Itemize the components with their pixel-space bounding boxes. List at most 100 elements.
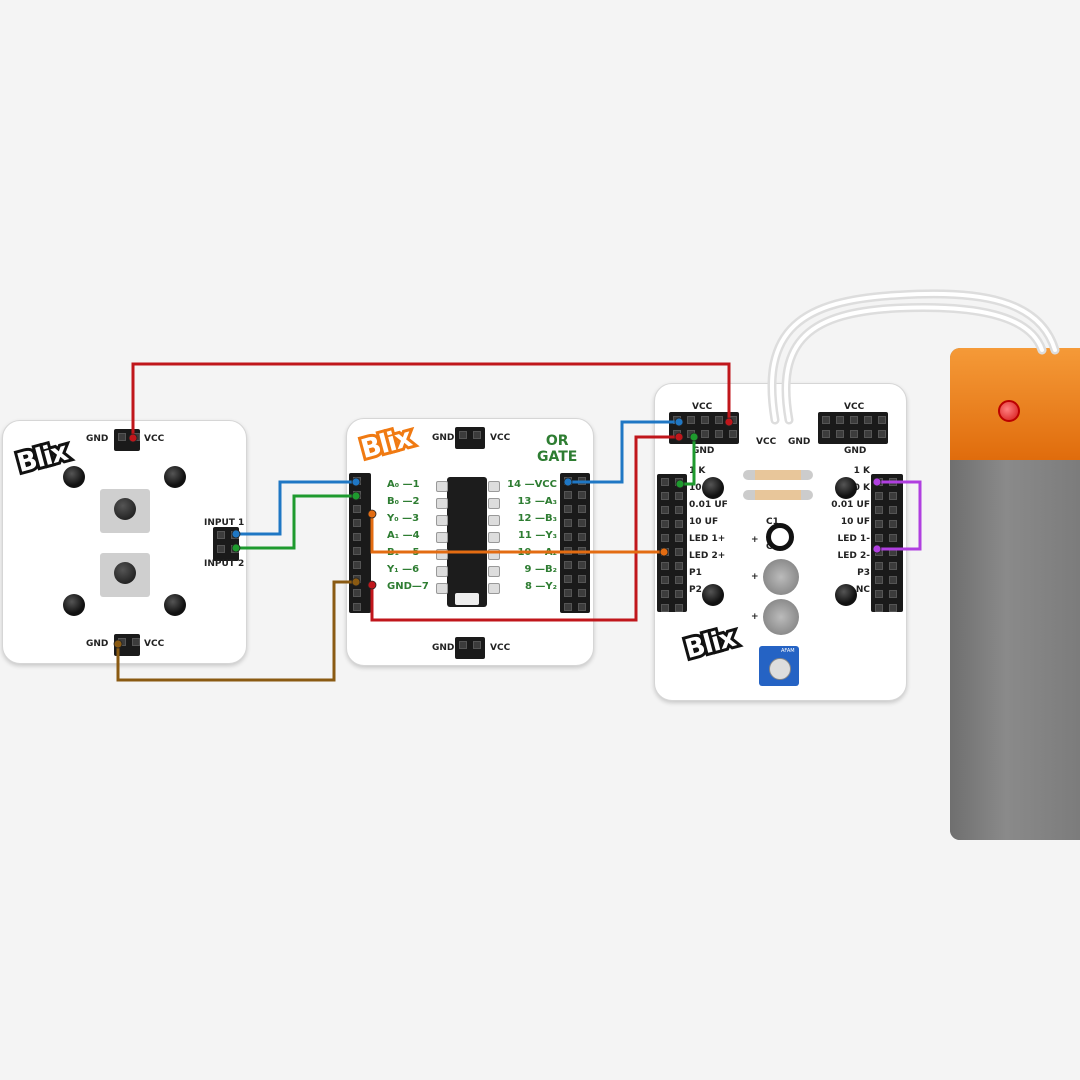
wire-end-brown[interactable] bbox=[351, 577, 361, 587]
header-hole[interactable] bbox=[661, 478, 669, 486]
wire-end-green[interactable] bbox=[231, 543, 241, 553]
header-hole[interactable] bbox=[578, 603, 586, 611]
header-hole[interactable] bbox=[353, 589, 361, 597]
header-hole[interactable] bbox=[850, 430, 858, 438]
header-hole[interactable] bbox=[217, 545, 225, 553]
header-hole[interactable] bbox=[564, 589, 572, 597]
header-hole[interactable] bbox=[217, 531, 225, 539]
header-hole[interactable] bbox=[889, 492, 897, 500]
header-hole[interactable] bbox=[675, 604, 683, 612]
header-hole[interactable] bbox=[675, 506, 683, 514]
wire-end-red[interactable] bbox=[128, 433, 138, 443]
header-hole[interactable] bbox=[661, 534, 669, 542]
wire-end-red[interactable] bbox=[674, 432, 684, 442]
wire-end-blue[interactable] bbox=[231, 529, 241, 539]
header-hole[interactable] bbox=[875, 520, 883, 528]
header-hole[interactable] bbox=[889, 576, 897, 584]
header-hole[interactable] bbox=[675, 534, 683, 542]
header-hole[interactable] bbox=[473, 431, 481, 439]
potentiometer[interactable]: AFAM bbox=[759, 646, 799, 686]
header-hole[interactable] bbox=[564, 505, 572, 513]
header-hole[interactable] bbox=[875, 492, 883, 500]
header-hole[interactable] bbox=[675, 492, 683, 500]
header-hole[interactable] bbox=[459, 431, 467, 439]
header-hole[interactable] bbox=[564, 491, 572, 499]
led-power-header-2[interactable] bbox=[818, 412, 888, 444]
wire-end-green[interactable] bbox=[351, 491, 361, 501]
header-hole[interactable] bbox=[836, 416, 844, 424]
header-hole[interactable] bbox=[889, 534, 897, 542]
header-hole[interactable] bbox=[132, 638, 140, 646]
header-hole[interactable] bbox=[875, 534, 883, 542]
or-right-header[interactable] bbox=[560, 473, 590, 613]
header-hole[interactable] bbox=[878, 430, 886, 438]
header-hole[interactable] bbox=[864, 416, 872, 424]
header-hole[interactable] bbox=[889, 590, 897, 598]
header-hole[interactable] bbox=[675, 548, 683, 556]
wire-end-orange[interactable] bbox=[659, 547, 669, 557]
wire-end-blue[interactable] bbox=[674, 417, 684, 427]
header-hole[interactable] bbox=[864, 430, 872, 438]
header-hole[interactable] bbox=[889, 604, 897, 612]
header-hole[interactable] bbox=[353, 505, 361, 513]
header-hole[interactable] bbox=[875, 604, 883, 612]
or-bottom-power-header[interactable] bbox=[455, 637, 485, 659]
header-hole[interactable] bbox=[889, 506, 897, 514]
push-button-1[interactable] bbox=[100, 489, 150, 533]
header-hole[interactable] bbox=[564, 603, 572, 611]
header-hole[interactable] bbox=[661, 576, 669, 584]
header-hole[interactable] bbox=[118, 433, 126, 441]
header-hole[interactable] bbox=[675, 576, 683, 584]
wire-end-blue[interactable] bbox=[563, 477, 573, 487]
or-top-power-header[interactable] bbox=[455, 427, 485, 449]
header-hole[interactable] bbox=[661, 562, 669, 570]
header-hole[interactable] bbox=[564, 519, 572, 527]
header-hole[interactable] bbox=[661, 520, 669, 528]
header-hole[interactable] bbox=[889, 520, 897, 528]
header-hole[interactable] bbox=[459, 641, 467, 649]
header-hole[interactable] bbox=[473, 641, 481, 649]
header-hole[interactable] bbox=[564, 575, 572, 583]
header-hole[interactable] bbox=[564, 561, 572, 569]
wire-end-red[interactable] bbox=[367, 580, 377, 590]
header-hole[interactable] bbox=[701, 430, 709, 438]
header-hole[interactable] bbox=[675, 590, 683, 598]
header-hole[interactable] bbox=[353, 533, 361, 541]
header-hole[interactable] bbox=[578, 575, 586, 583]
header-hole[interactable] bbox=[875, 590, 883, 598]
push-button-2[interactable] bbox=[100, 553, 150, 597]
header-hole[interactable] bbox=[661, 492, 669, 500]
header-hole[interactable] bbox=[701, 416, 709, 424]
header-hole[interactable] bbox=[687, 416, 695, 424]
wire-end-green[interactable] bbox=[675, 479, 685, 489]
header-hole[interactable] bbox=[661, 506, 669, 514]
header-hole[interactable] bbox=[578, 561, 586, 569]
header-hole[interactable] bbox=[878, 416, 886, 424]
header-hole[interactable] bbox=[353, 547, 361, 555]
header-hole[interactable] bbox=[353, 603, 361, 611]
wire-end-purple[interactable] bbox=[872, 544, 882, 554]
header-hole[interactable] bbox=[564, 533, 572, 541]
header-hole[interactable] bbox=[675, 562, 683, 570]
header-hole[interactable] bbox=[578, 519, 586, 527]
wire-end-orange[interactable] bbox=[367, 509, 377, 519]
header-hole[interactable] bbox=[578, 589, 586, 597]
wire-end-purple[interactable] bbox=[872, 477, 882, 487]
header-hole[interactable] bbox=[675, 520, 683, 528]
header-hole[interactable] bbox=[353, 561, 361, 569]
header-hole[interactable] bbox=[822, 416, 830, 424]
wire-end-green[interactable] bbox=[689, 432, 699, 442]
header-hole[interactable] bbox=[836, 430, 844, 438]
header-hole[interactable] bbox=[729, 430, 737, 438]
wire-end-red[interactable] bbox=[724, 417, 734, 427]
header-hole[interactable] bbox=[875, 576, 883, 584]
header-hole[interactable] bbox=[822, 430, 830, 438]
header-hole[interactable] bbox=[353, 519, 361, 527]
header-hole[interactable] bbox=[850, 416, 858, 424]
header-hole[interactable] bbox=[875, 506, 883, 514]
header-hole[interactable] bbox=[715, 416, 723, 424]
wire-end-blue[interactable] bbox=[351, 477, 361, 487]
header-hole[interactable] bbox=[875, 562, 883, 570]
header-hole[interactable] bbox=[889, 562, 897, 570]
header-hole[interactable] bbox=[578, 533, 586, 541]
